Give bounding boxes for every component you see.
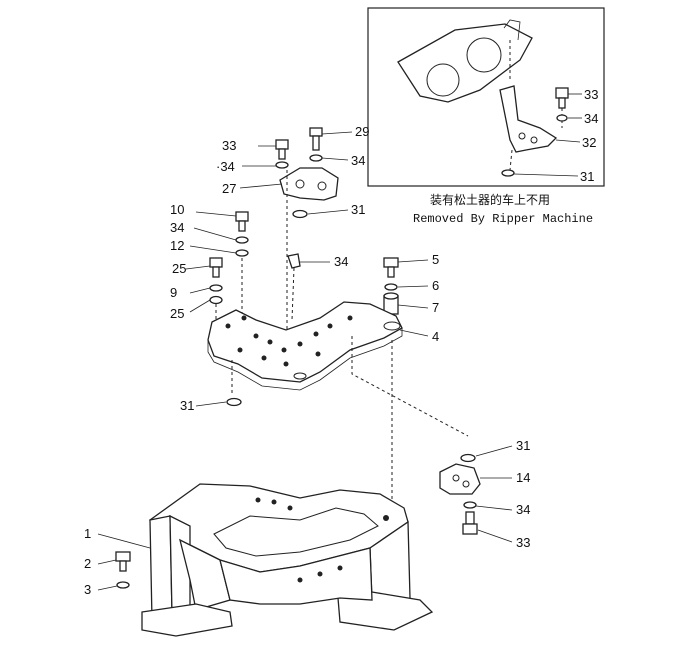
callout-31a: 31 — [351, 202, 365, 217]
callout-10: 10 — [170, 202, 184, 217]
inset-caption-english: Removed By Ripper Machine — [413, 212, 593, 226]
callout-31b: 31 — [180, 398, 194, 413]
washer-6 — [384, 283, 398, 291]
bolt-33-top — [275, 139, 289, 160]
base-frame-1 — [141, 483, 434, 637]
washer-12 — [235, 249, 249, 257]
washer-34-top-right — [309, 154, 323, 162]
washer-34-right — [463, 501, 477, 509]
inset-frame — [367, 7, 605, 187]
inset-box: 33 34 32 31 — [367, 7, 605, 187]
callout-33a: 33 — [222, 138, 236, 153]
callout-7: 7 — [432, 300, 439, 315]
mounting-plate-4 — [207, 301, 403, 391]
callout-25a: 34 — [334, 254, 348, 269]
bracket-14 — [439, 463, 481, 495]
callout-27: 27 — [222, 181, 236, 196]
callout-31c: 31 — [516, 438, 530, 453]
bolt-33-right — [462, 511, 478, 535]
bolt-10 — [235, 211, 249, 232]
callout-33b: 33 — [516, 535, 530, 550]
callout-34f: 34 — [584, 111, 598, 126]
callout-33c: 33 — [584, 87, 598, 102]
callout-3: 3 — [84, 582, 91, 597]
bolt-2 — [115, 551, 131, 572]
callout-1: 1 — [84, 526, 91, 541]
callout-12: 12 — [170, 238, 184, 253]
bracket-27 — [279, 167, 339, 330]
inset-o-ring — [501, 169, 515, 177]
washer-3 — [116, 581, 130, 589]
spacer-25 — [287, 253, 301, 269]
callout-34e: 34 — [516, 502, 530, 517]
washer-34-top-left — [275, 161, 289, 169]
spacer-7 — [383, 292, 399, 315]
washer-25-left — [209, 295, 223, 305]
callout-2: 2 — [84, 556, 91, 571]
o-ring-31-right — [460, 453, 476, 463]
o-ring-31-left — [226, 397, 242, 407]
callout-34b: 34 — [351, 153, 365, 168]
callout-14: 14 — [516, 470, 530, 485]
callout-4: 4 — [432, 329, 439, 344]
bolt-9 — [209, 257, 223, 278]
callout-34c: 34 — [170, 220, 184, 235]
callout-29: 29 — [355, 124, 369, 139]
bolt-29 — [309, 127, 323, 151]
callout-6: 6 — [432, 278, 439, 293]
callout-34d: 9 — [170, 285, 177, 300]
inset-bolt — [555, 87, 569, 109]
callout-34a: ·34 — [216, 159, 235, 174]
inset-mounting-plate — [397, 19, 533, 103]
o-ring-31-top — [292, 209, 308, 219]
inset-washer — [556, 114, 568, 122]
callout-5: 5 — [432, 252, 439, 267]
inset-bracket — [499, 85, 563, 171]
inset-caption-chinese: 装有松土器的车上不用 — [430, 192, 550, 207]
bolt-5 — [383, 257, 399, 278]
callout-9: 25 — [172, 261, 186, 276]
washer-34-left-lower — [209, 284, 223, 292]
washer-34-left-upper — [235, 236, 249, 244]
callout-32: 32 — [582, 135, 596, 150]
callout-25b: 25 — [170, 306, 184, 321]
callout-31d: 31 — [580, 169, 594, 184]
